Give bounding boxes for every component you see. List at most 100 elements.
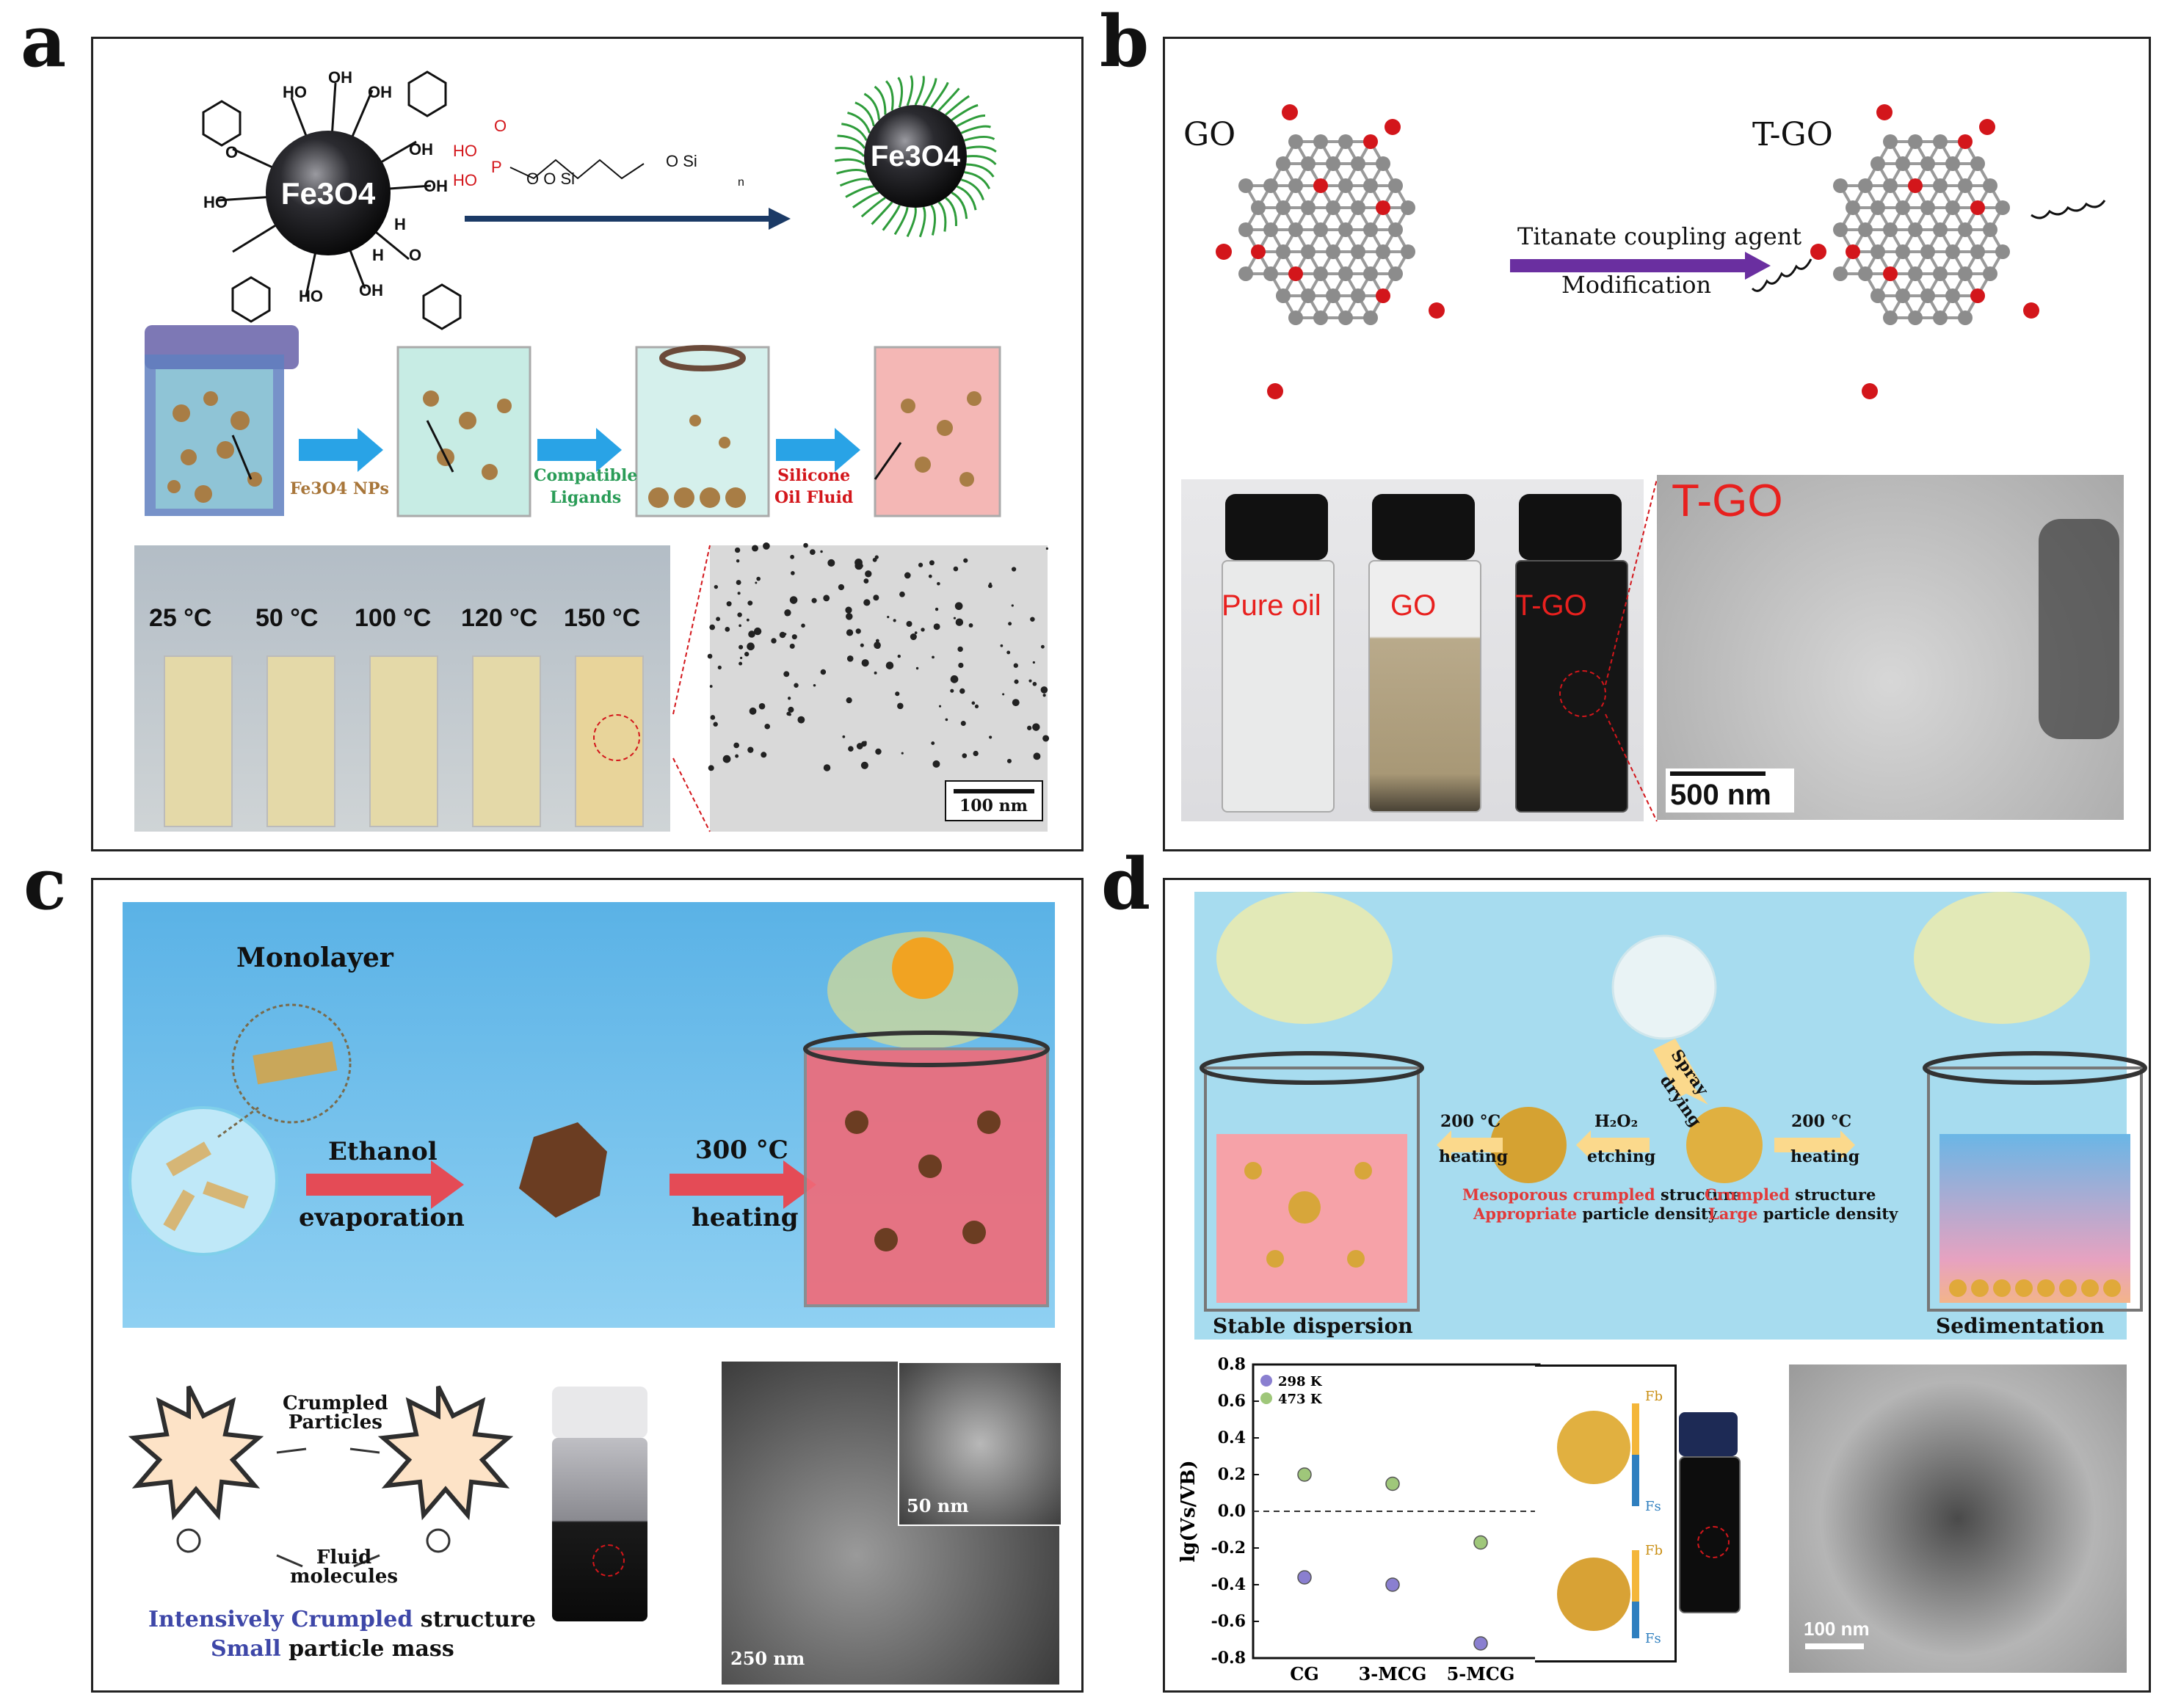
legend-marker bbox=[1260, 1375, 1272, 1387]
y-tick-label: 0.2 bbox=[1218, 1465, 1246, 1484]
arrow-top-text: Titanate coupling agent bbox=[1517, 222, 1802, 250]
legend-label: 473 K bbox=[1278, 1392, 1323, 1407]
panel-label-c: c bbox=[23, 843, 67, 926]
reagent-arrow: HO HO P O O O Si O Si n bbox=[453, 117, 791, 230]
y-tick-label: -0.2 bbox=[1211, 1538, 1246, 1558]
meso-caption: Mesoporous crumpled structure bbox=[1462, 1185, 1742, 1204]
y-tick-label: -0.4 bbox=[1211, 1575, 1246, 1594]
caption-c-1: Intensively Crumpled structure bbox=[148, 1607, 536, 1632]
svg-text:OH: OH bbox=[359, 281, 383, 299]
svg-text:OH: OH bbox=[409, 140, 433, 159]
svg-text:OH: OH bbox=[368, 83, 392, 101]
vial-highlight-d bbox=[1697, 1526, 1730, 1558]
x-tick-label: 3-MCG bbox=[1359, 1663, 1427, 1685]
sem-inset-c: 50 nm bbox=[898, 1362, 1062, 1526]
svg-text:HO: HO bbox=[453, 171, 477, 189]
legend-marker bbox=[1260, 1392, 1272, 1404]
process-illustration-d: Spray drying 200 °C heating H₂O₂ etching… bbox=[1194, 892, 2147, 1340]
fe3o4-ligand-structure: Fe3O4 HO OH OH OH OH HO HO OH O H H O bbox=[202, 68, 462, 330]
tem-image-a: 100 nm bbox=[707, 542, 1050, 832]
vial-cap-d bbox=[1679, 1412, 1738, 1456]
fe3o4-coated-particle: Fe3O4 bbox=[834, 75, 997, 238]
y-axis-label: lg(Vs/VB) bbox=[1177, 1460, 1200, 1562]
scale-bar-b: 500 nm bbox=[1666, 768, 1794, 813]
vial-c bbox=[552, 1438, 647, 1621]
force-diagram-box: Fb Fs Fb Fs bbox=[1535, 1364, 1677, 1662]
scale-bar-d-line bbox=[1805, 1643, 1864, 1649]
data-point bbox=[1297, 1467, 1312, 1482]
y-tick-label: 0.4 bbox=[1218, 1428, 1246, 1447]
tem-image-d: 100 nm bbox=[1789, 1364, 2127, 1673]
y-tick-label: 0.8 bbox=[1218, 1355, 1246, 1374]
panel-a: Fe3O4 HO OH OH OH OH HO HO OH O H H O HO… bbox=[91, 37, 1084, 851]
right-caption-d: Sedimentation bbox=[1936, 1314, 2105, 1338]
svg-text:P: P bbox=[491, 158, 502, 176]
svg-text:OH: OH bbox=[328, 68, 352, 87]
modification-arrow bbox=[1510, 252, 1771, 280]
y-tick-label: -0.6 bbox=[1211, 1612, 1246, 1631]
svg-text:HO: HO bbox=[283, 83, 307, 101]
data-point bbox=[1385, 1476, 1400, 1491]
data-point bbox=[1385, 1577, 1400, 1592]
process-illustration-c: Monolayer Ethanol evaporation 300 °C hea… bbox=[123, 902, 1055, 1328]
svg-text:H: H bbox=[372, 246, 384, 264]
monolayer-label: Monolayer bbox=[236, 942, 393, 973]
svg-text:O Si: O Si bbox=[666, 152, 697, 170]
crum-caption: Crumpled structure bbox=[1705, 1185, 1876, 1204]
scale-bar-a: 100 nm bbox=[945, 780, 1043, 821]
tgo-label: T-GO bbox=[1752, 116, 1833, 153]
panel-d: Spray drying 200 °C heating H₂O₂ etching… bbox=[1163, 878, 2151, 1693]
zoom-lines-b bbox=[1605, 479, 1658, 822]
scale-bar-c: 250 nm bbox=[730, 1648, 805, 1669]
left-caption-d: Stable dispersion bbox=[1213, 1314, 1413, 1338]
arrow-bottom-text: Modification bbox=[1561, 271, 1712, 299]
svg-text:OH: OH bbox=[424, 177, 448, 195]
svg-text:Fe3O4: Fe3O4 bbox=[871, 140, 961, 172]
svg-text:O: O bbox=[494, 117, 507, 135]
panel-label-b: b bbox=[1100, 0, 1150, 83]
scale-bar-d: 100 nm bbox=[1804, 1618, 1870, 1640]
step1-top: Ethanol bbox=[328, 1137, 438, 1166]
legend-label: 298 K bbox=[1278, 1374, 1323, 1389]
panel-b: GO T-GO Titanate coupling agent Modifica… bbox=[1163, 37, 2151, 851]
tem-image-b: T-GO 500 nm bbox=[1657, 475, 2124, 820]
temperature-vials-photo: 25 °C 50 °C 100 °C 120 °C 150 °C bbox=[134, 545, 670, 832]
x-tick-label: 5-MCG bbox=[1447, 1663, 1515, 1685]
core-label: Fe3O4 bbox=[281, 176, 376, 211]
zoom-lines-a bbox=[672, 545, 711, 832]
go-label: GO bbox=[1183, 116, 1236, 153]
caption-c-2: Small particle mass bbox=[211, 1636, 454, 1662]
svg-text:n: n bbox=[738, 176, 744, 189]
data-point bbox=[1297, 1570, 1312, 1585]
crum-caption-2: Large particle density bbox=[1708, 1204, 1898, 1223]
crumpled-particle-diagram bbox=[128, 1385, 514, 1568]
panel-label-d: d bbox=[1101, 843, 1151, 926]
step2-top: 300 °C bbox=[695, 1135, 788, 1165]
go-molecule bbox=[1216, 104, 1445, 399]
vials-photo-b: Pure oil GO T-GO bbox=[1181, 479, 1644, 821]
vial-highlight-c bbox=[592, 1544, 625, 1577]
step2-bottom: heating bbox=[692, 1203, 799, 1232]
svg-text:O: O bbox=[409, 246, 421, 264]
tgo-molecule bbox=[1751, 104, 2106, 399]
svg-text:H: H bbox=[394, 215, 406, 233]
svg-text:HO: HO bbox=[203, 193, 228, 211]
data-point bbox=[1473, 1535, 1488, 1550]
panel-label-a: a bbox=[21, 0, 67, 83]
y-tick-label: 0.0 bbox=[1218, 1502, 1246, 1521]
x-tick-label: CG bbox=[1290, 1663, 1319, 1685]
y-tick-label: 0.6 bbox=[1218, 1392, 1246, 1411]
np-label: Fe3O4 NPs bbox=[290, 479, 389, 498]
panel-c: Monolayer Ethanol evaporation 300 °C hea… bbox=[91, 878, 1084, 1693]
svg-text:HO: HO bbox=[453, 142, 477, 160]
data-point bbox=[1473, 1636, 1488, 1651]
step1-bottom: evaporation bbox=[299, 1203, 465, 1232]
svg-text:O: O bbox=[225, 143, 238, 161]
svg-text:O O Si: O O Si bbox=[526, 170, 575, 188]
vial-cap-c bbox=[552, 1387, 647, 1438]
svg-text:HO: HO bbox=[299, 287, 323, 305]
